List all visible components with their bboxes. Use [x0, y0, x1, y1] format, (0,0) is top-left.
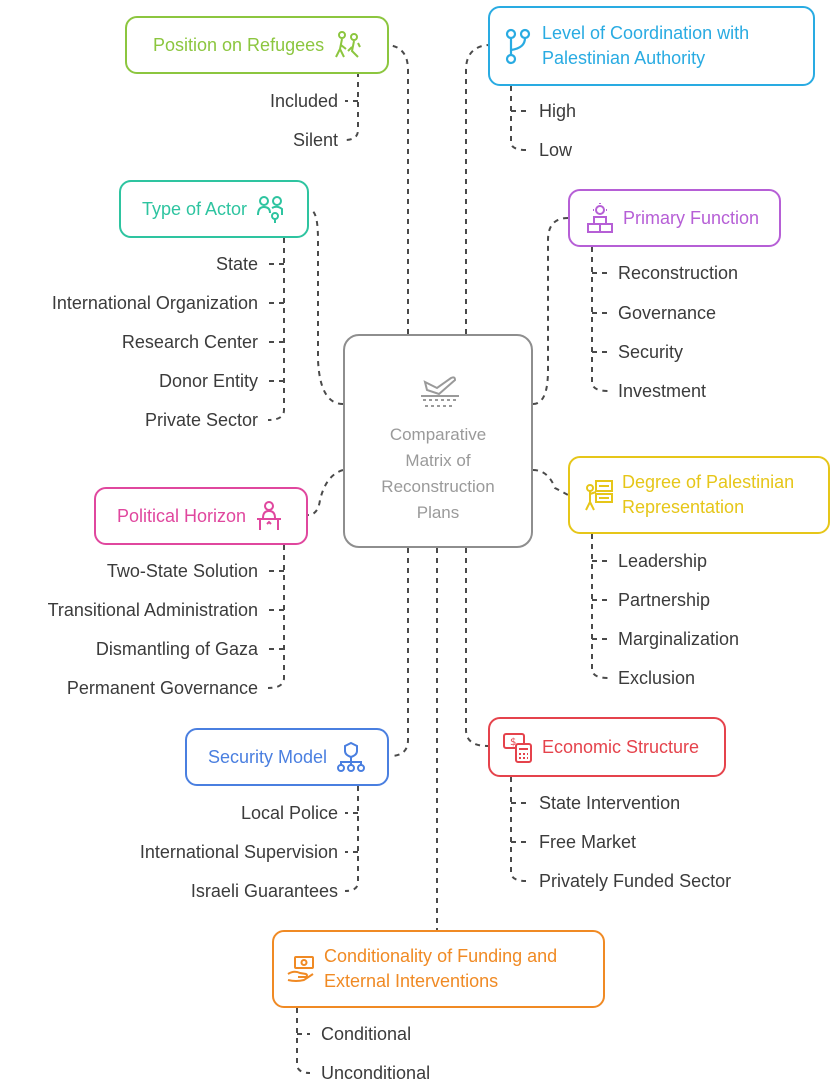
- node-security-model: Security Model: [185, 728, 389, 786]
- hand-money-icon: [287, 956, 314, 982]
- node-title-line: External Interventions: [324, 971, 499, 991]
- node-economic-structure: $ Economic Structure: [488, 717, 726, 777]
- node-title: Position on Refugees: [153, 34, 325, 55]
- list-item: Low: [539, 140, 573, 160]
- list-item: Partnership: [618, 590, 711, 610]
- person-board-icon: [585, 480, 613, 511]
- list-item: Private Sector: [144, 410, 258, 430]
- list-item: Research Center: [121, 332, 258, 352]
- list-item: Free Market: [539, 832, 637, 852]
- central-title-line: Comparative: [389, 425, 487, 444]
- node-title-line: Conditionality of Funding and: [324, 946, 558, 966]
- list-item: Transitional Administration: [47, 600, 258, 620]
- list-item: Governance: [618, 303, 717, 323]
- node-type-of-actor: Type of Actor: [119, 180, 309, 238]
- node-level-of-coordination: Level of Coordination with Palestinian A…: [488, 6, 815, 86]
- list-item: Reconstruction: [618, 263, 739, 283]
- central-title-line: Reconstruction: [381, 477, 495, 496]
- node-title-line: Representation: [622, 497, 745, 517]
- branch-icon: [505, 28, 531, 65]
- svg-text:$: $: [510, 737, 516, 748]
- list-item: Conditional: [321, 1024, 412, 1044]
- list-item: Marginalization: [618, 629, 740, 649]
- group-icon: [257, 196, 284, 223]
- list-item: Permanent Governance: [66, 678, 258, 698]
- node-degree-of-palestinian-representation: Degree of Palestinian Representation: [568, 456, 830, 534]
- list-item: International Organization: [51, 293, 258, 313]
- list-item: International Supervision: [139, 842, 338, 862]
- node-title: Primary Function: [623, 207, 760, 228]
- node-title-line: Level of Coordination with: [542, 23, 750, 43]
- central-topic: Comparative Matrix of Reconstruction Pla…: [343, 334, 533, 548]
- central-title-line: Matrix of: [405, 451, 471, 470]
- blocks-idea-icon: [587, 203, 613, 233]
- node-political-horizon: Political Horizon: [94, 487, 308, 545]
- list-item: Silent: [292, 130, 338, 150]
- list-item: Investment: [618, 381, 707, 401]
- node-title: Type of Actor: [142, 198, 248, 219]
- node-primary-function: Primary Function: [568, 189, 781, 247]
- list-item: Donor Entity: [158, 371, 258, 391]
- list-item: Unconditional: [321, 1063, 431, 1083]
- person-table-icon: [257, 501, 282, 530]
- plane-landing-icon: [421, 376, 459, 407]
- node-title-line: Degree of Palestinian: [622, 472, 795, 492]
- hierarchy-shield-icon: [337, 741, 366, 772]
- node-title-line: Palestinian Authority: [542, 48, 706, 68]
- money-calculator-icon: $: [503, 733, 532, 763]
- list-item: State Intervention: [539, 793, 681, 813]
- node-title: Political Horizon: [117, 505, 247, 526]
- list-item: Two-State Solution: [106, 561, 258, 581]
- node-position-on-refugees: Position on Refugees: [125, 16, 389, 74]
- list-item: Dismantling of Gaza: [95, 639, 258, 659]
- list-item: Security: [618, 342, 684, 362]
- list-item: State: [215, 254, 258, 274]
- list-item: Privately Funded Sector: [539, 871, 732, 891]
- list-item: Local Police: [240, 803, 338, 823]
- list-item: Included: [269, 91, 338, 111]
- node-conditionality-of-funding: Conditionality of Funding and External I…: [272, 930, 605, 1008]
- people-walking-icon: [335, 31, 362, 58]
- node-title: Security Model: [208, 746, 328, 767]
- central-title-line: Plans: [416, 503, 460, 522]
- list-item: Israeli Guarantees: [190, 881, 338, 901]
- list-item: Leadership: [618, 551, 708, 571]
- list-item: High: [539, 101, 577, 121]
- node-title: Economic Structure: [542, 736, 700, 757]
- list-item: Exclusion: [618, 668, 696, 688]
